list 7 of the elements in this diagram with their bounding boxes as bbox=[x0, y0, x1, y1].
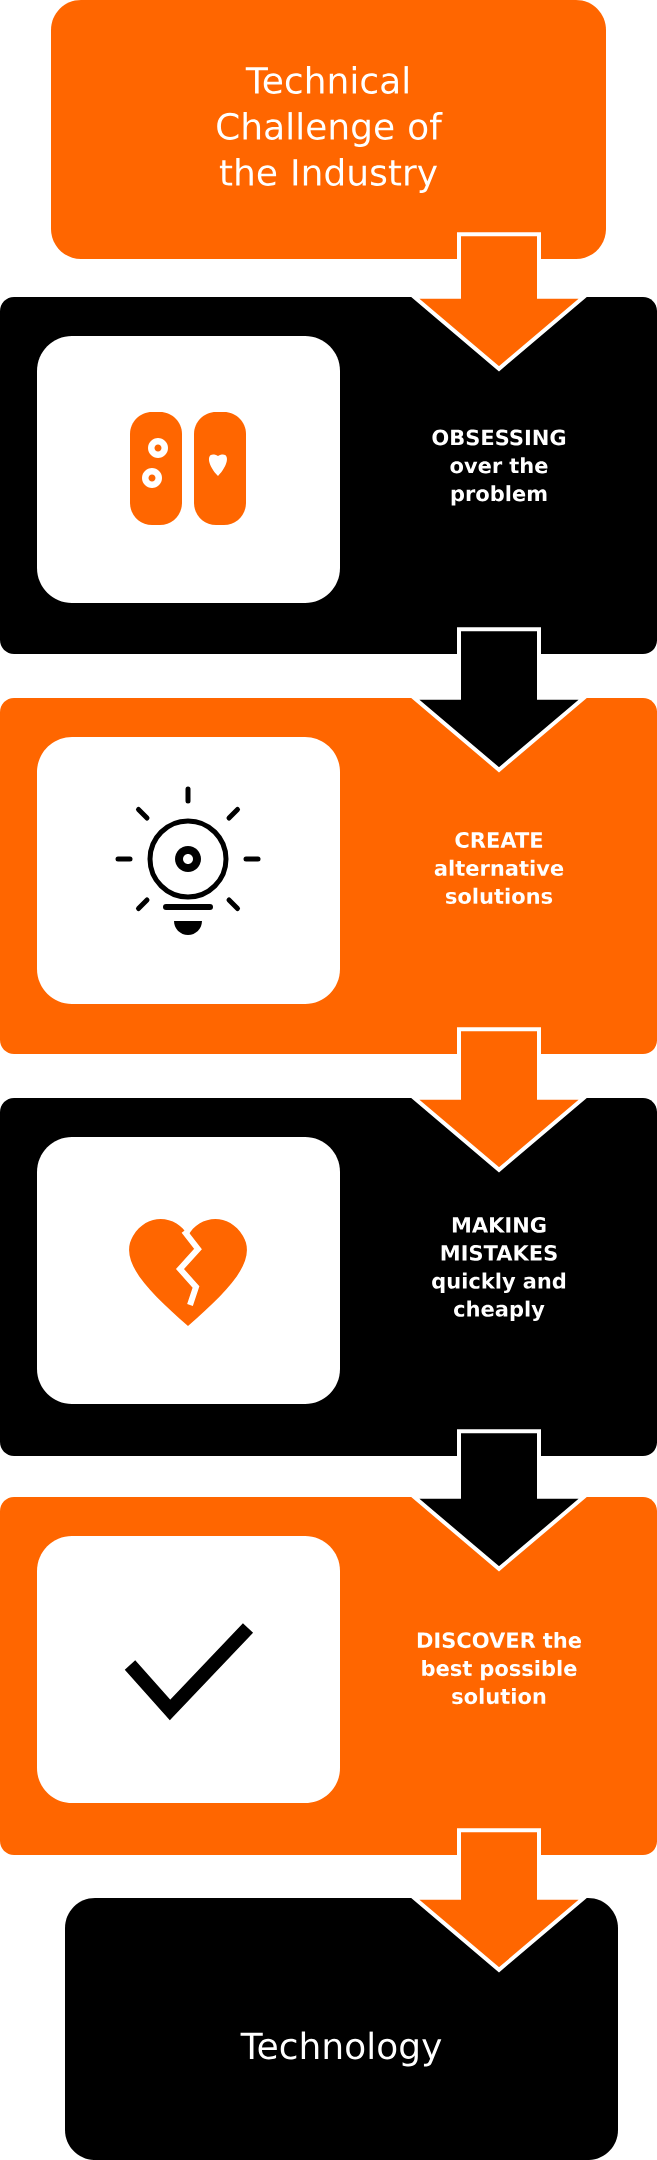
block-arrow bbox=[408, 1429, 590, 1572]
block-arrow bbox=[408, 1828, 590, 1973]
block-arrow bbox=[408, 627, 590, 773]
flow-box: Technology bbox=[65, 1898, 618, 2160]
block-arrow bbox=[408, 1027, 590, 1173]
flow-box: Technical Challenge of the Industry bbox=[51, 0, 606, 259]
block-arrow bbox=[408, 232, 590, 372]
